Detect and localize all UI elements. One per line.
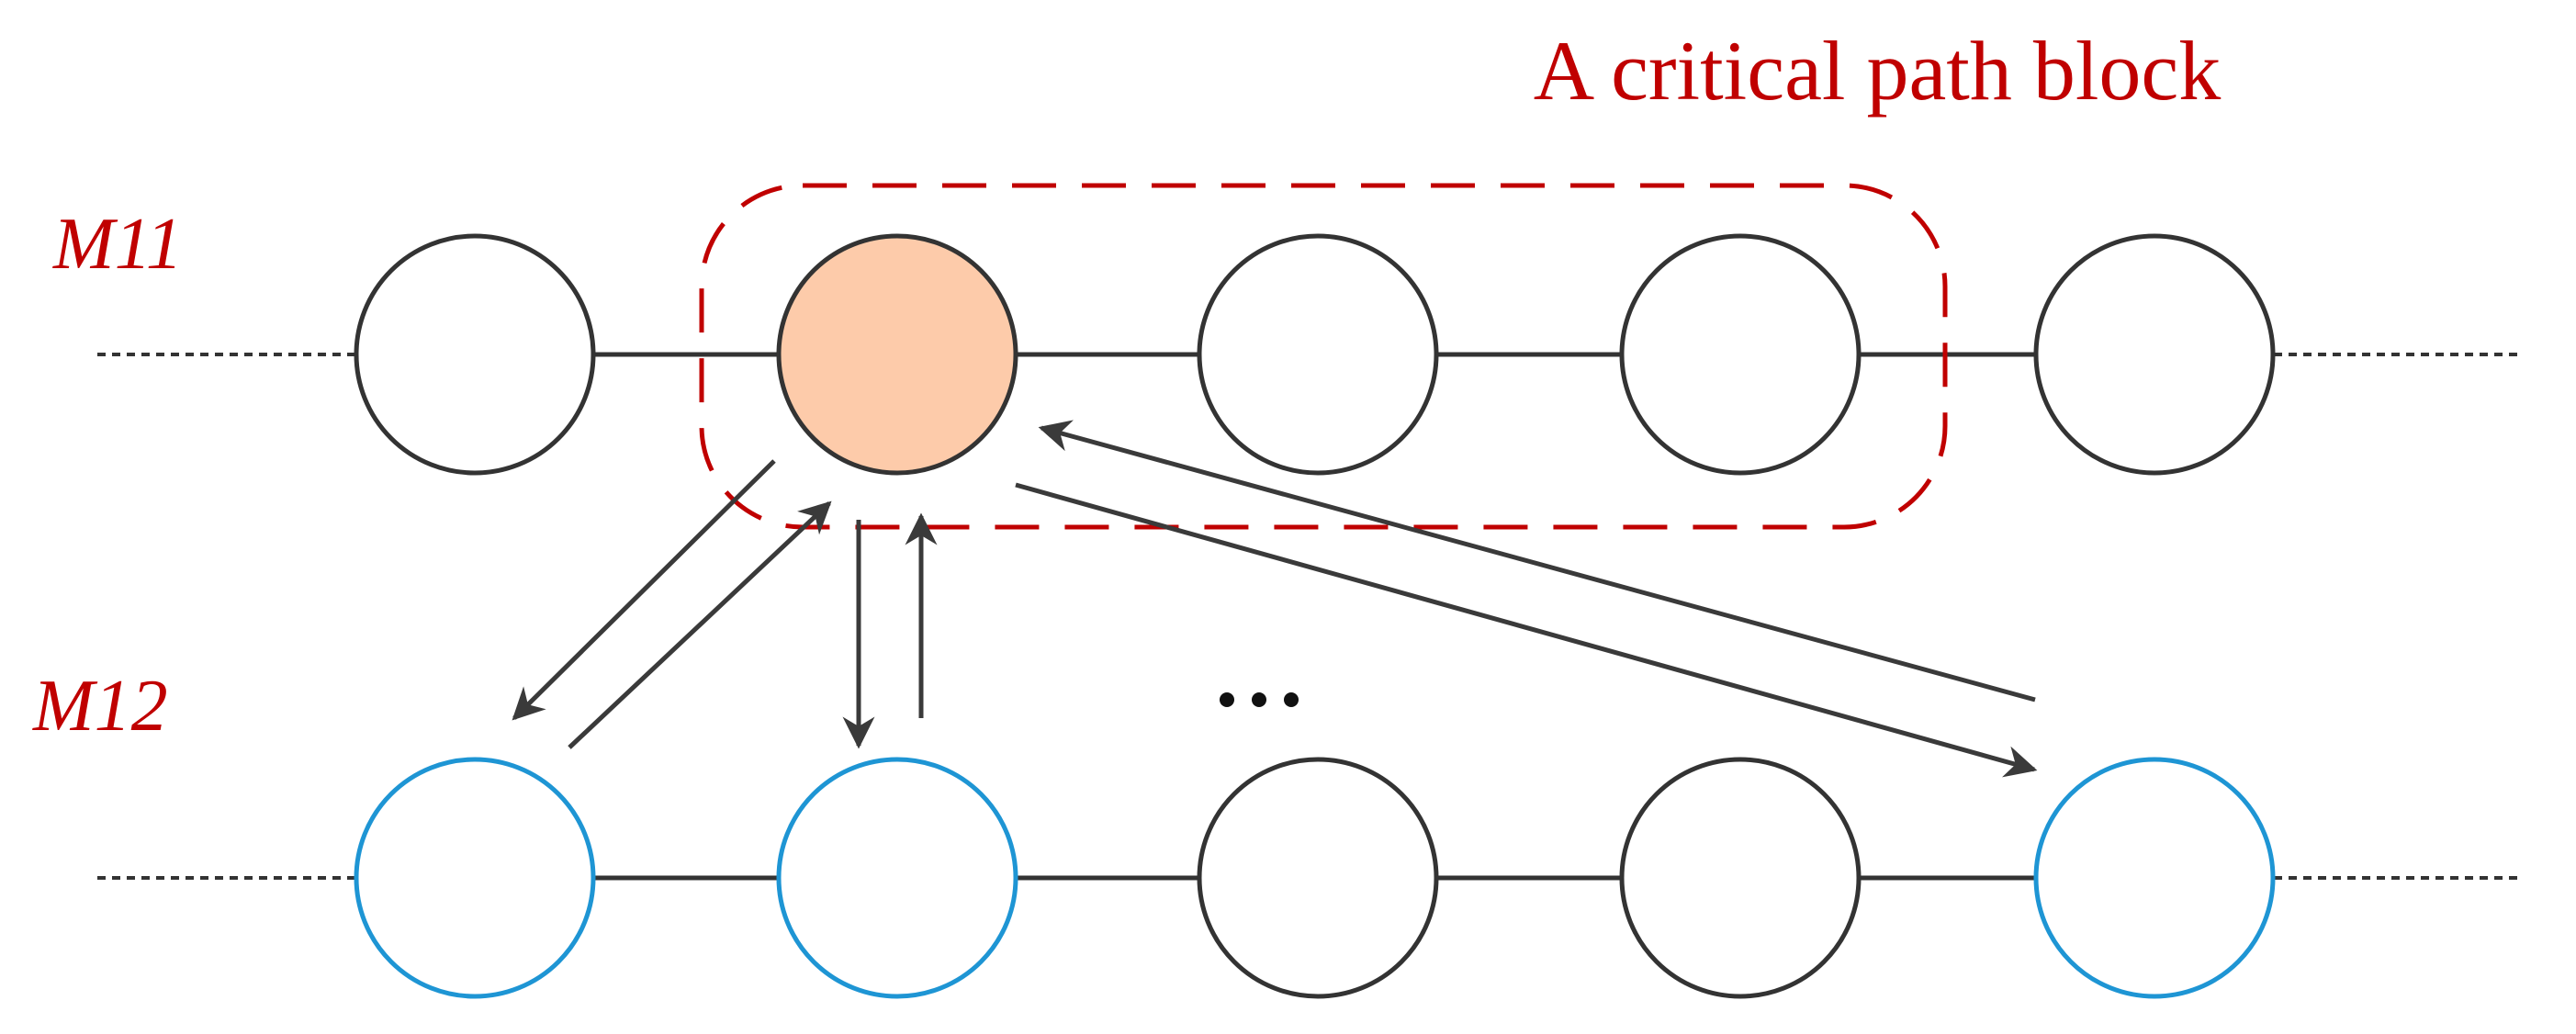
critical-path-block-outline xyxy=(699,183,1948,530)
row-label-m11: M11 xyxy=(52,204,183,285)
node-m12-1-candidate xyxy=(354,757,596,999)
node-m11-2-highlighted xyxy=(776,233,1018,476)
node-m12-2-candidate xyxy=(776,757,1018,999)
arrow-m11-2-to-m12-5 xyxy=(1015,482,2038,778)
node-m11-4 xyxy=(1619,233,1862,476)
node-m12-4 xyxy=(1619,757,1862,999)
ellipsis-dots xyxy=(1220,692,1299,707)
node-m11-3 xyxy=(1197,233,1439,476)
node-m11-5 xyxy=(2033,233,2276,476)
arrow-m12-5-to-m11-2 xyxy=(1038,420,2036,702)
arrow-m12-1-to-m11-2 xyxy=(568,500,832,749)
critical-path-block-title: A critical path block xyxy=(1534,24,2222,118)
node-m11-1 xyxy=(354,233,596,476)
node-m12-3 xyxy=(1197,757,1439,999)
node-m12-5-candidate xyxy=(2033,757,2276,999)
arrow-m11-2-to-m12-1 xyxy=(512,459,776,721)
row-label-m12: M12 xyxy=(32,666,168,747)
